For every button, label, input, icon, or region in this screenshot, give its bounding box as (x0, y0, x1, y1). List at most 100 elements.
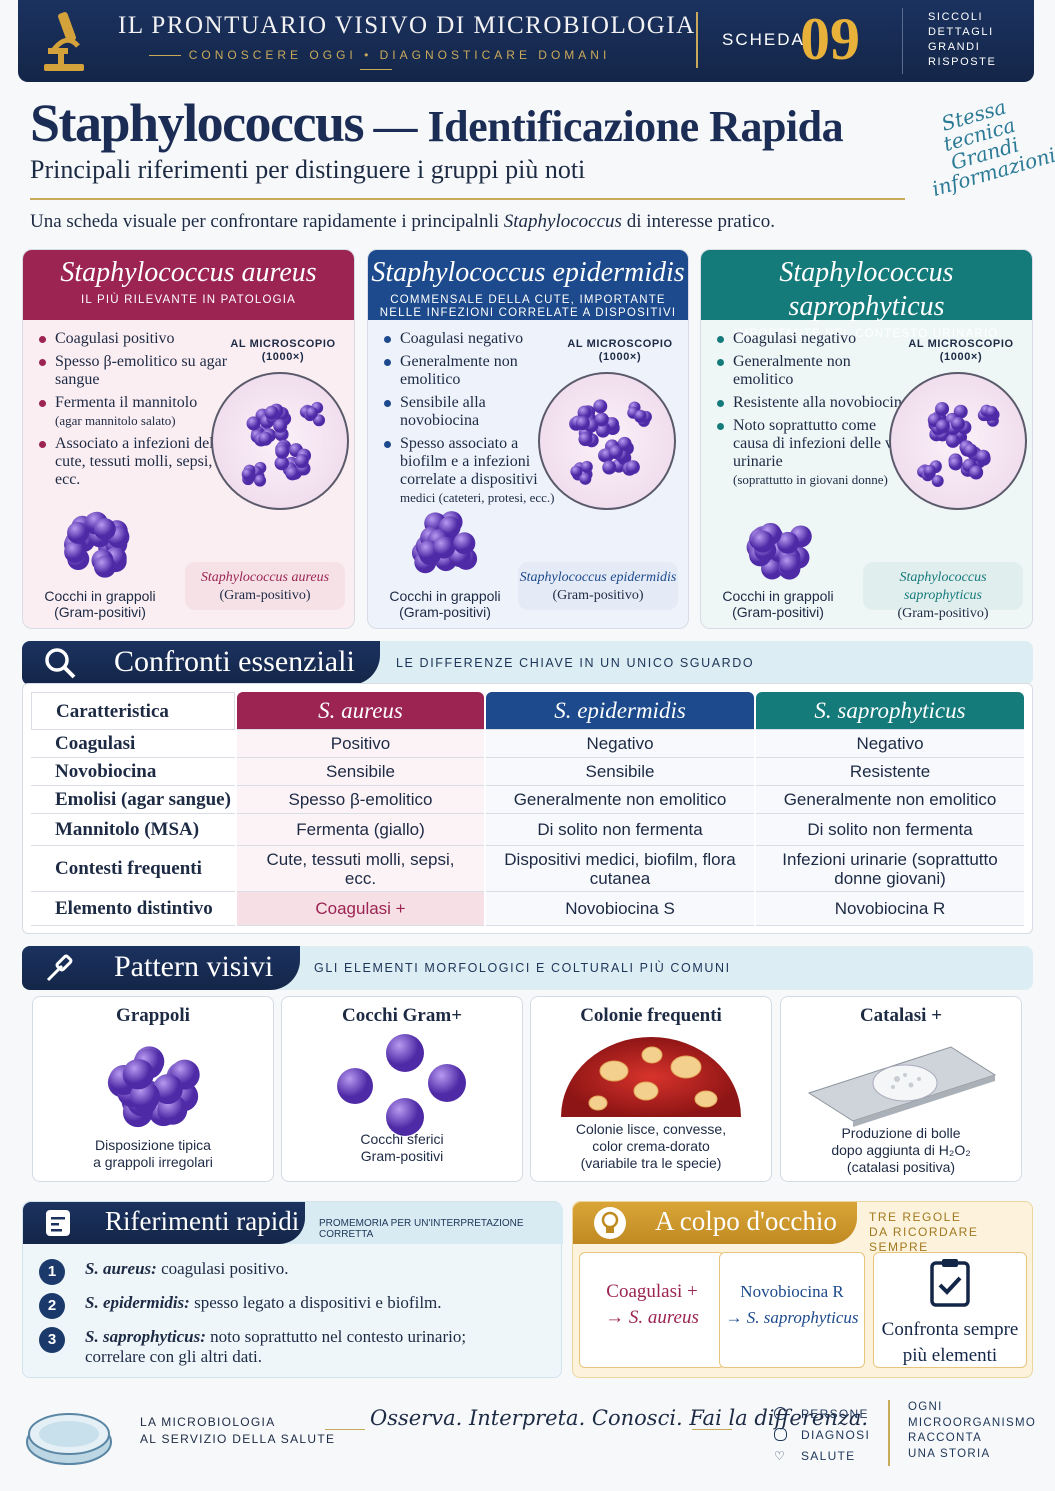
table-cell: Spesso β-emolitico (237, 786, 484, 814)
table-cell: Dispositivi medici, biofilm, flora cutan… (486, 846, 754, 892)
scheda-label: SCHEDA (722, 30, 805, 49)
microscope-icon (44, 12, 84, 71)
card-bullet: Spesso β-emolitico su agar sangue (37, 353, 232, 389)
rule-box: Coagulasi +→ S. aureus (579, 1252, 725, 1368)
rule-box: Novobiocina R→ S. saprophyticus (719, 1252, 865, 1368)
clipboard-check-icon (930, 1259, 970, 1307)
card-bullet: Generalmente non emolitico (382, 353, 557, 389)
table-cell: Di solito non fermenta (486, 814, 754, 846)
header-banner: IL PRONTUARIO VISIVO DI MICROBIOLOGIA CO… (18, 0, 1034, 82)
table-cell: Sensibile (486, 758, 754, 786)
cocci-cluster-icon (63, 511, 130, 578)
table-header-cell: S. saprophyticus (756, 692, 1024, 730)
card-bullet: Resistente alla novobiocina (715, 394, 910, 412)
card-species-name: Staphylococcus saprophyticus (779, 257, 954, 322)
pipette-icon (46, 954, 73, 982)
card-caption: Cocchi in grappoli(Gram-positivi) (44, 588, 156, 620)
footer: LA MICROBIOLOGIA AL SERVIZIO DELLA SALUTE… (0, 1392, 1055, 1491)
pattern-title: Pattern visivi (114, 950, 274, 983)
table-cell: Positivo (237, 730, 484, 758)
pattern-card-title: Colonie frequenti (580, 1005, 722, 1026)
pattern-card-title: Catalasi + (859, 1005, 943, 1026)
person-icon (774, 1407, 787, 1420)
table-cell: Contesti frequenti (31, 846, 235, 892)
card-caption: Cocchi in grappoli(Gram-positivi) (389, 588, 501, 620)
footer-line-1: LA MICROBIOLOGIA (140, 1415, 276, 1429)
table-cell: Fermenta (giallo) (237, 814, 484, 846)
table-cell: Resistente (756, 758, 1024, 786)
cocci-cluster-icon (107, 1046, 200, 1128)
agar-colonies-icon (561, 1037, 741, 1117)
card-bullet: Coagulasi negativo (382, 330, 557, 348)
footer-line-2: AL SERVIZIO DELLA SALUTE (140, 1432, 336, 1446)
table-header-cell: S. aureus (237, 692, 484, 730)
confronti-title: Confronti essenziali (114, 645, 355, 678)
card-bullet: Noto soprattutto come causa di infezioni… (715, 417, 910, 489)
table-cell: Novobiocina S (486, 892, 754, 926)
card-bullet: Spesso associato a biofilm e a infezioni… (382, 435, 557, 507)
petri-dish-icon (26, 1413, 112, 1465)
microscope-label: AL MICROSCOPIO(1000×) (567, 338, 673, 363)
table-header-cell: Caratteristica (31, 692, 235, 730)
card-tag: Staphylococcus aureus(Gram-positivo) (185, 562, 345, 610)
page-title: Staphylococcus — Identificazione Rapida (30, 93, 844, 153)
catalase-slide-icon (807, 1046, 997, 1127)
riferimenti-title: Riferimenti rapidi (105, 1206, 300, 1236)
magnifier-icon (45, 648, 76, 679)
pattern-card-title: Grappoli (116, 1005, 190, 1026)
table-cell: Elemento distintivo (31, 892, 235, 926)
microscope-view (211, 372, 349, 510)
card-bullet: Coagulasi negativo (715, 330, 910, 348)
card-tag: Staphylococcus epidermidis(Gram-positivo… (518, 562, 678, 610)
card-species-name: Staphylococcus epidermidis (371, 257, 685, 288)
pattern-card-title: Cocchi Gram+ (341, 1005, 463, 1026)
card-tag: Staphylococcus saprophyticus(Gram-positi… (863, 562, 1023, 621)
confronti-desc: LE DIFFERENZE CHIAVE IN UN UNICO SGUARDO (396, 656, 755, 670)
table-header-cell: S. epidermidis (486, 692, 754, 730)
table-cell: Sensibile (237, 758, 484, 786)
table-cell: Mannitolo (MSA) (31, 814, 235, 846)
colpo-title: A colpo d'occhio (655, 1206, 837, 1236)
microscope-view (889, 372, 1027, 510)
table-cell: Generalmente non emolitico (756, 786, 1024, 814)
table-cell: Di solito non fermenta (756, 814, 1024, 846)
confronti-section-bar: Confronti essenziali LE DIFFERENZE CHIAV… (22, 641, 1033, 685)
card-bullet: Coagulasi positivo (37, 330, 232, 348)
scheda-number: 09 (800, 6, 860, 72)
microscope-label: AL MICROSCOPIO(1000×) (908, 338, 1014, 363)
card-bullet: Sensibile alla novobiocina (382, 394, 557, 430)
lightbulb-icon (594, 1207, 626, 1239)
card-bullet: Associato a infezioni della cute, tessut… (37, 435, 232, 489)
heart-icon: ♡ (774, 1449, 787, 1463)
header-tagline: CONOSCERE OGGI • DIAGNOSTICARE DOMANI (118, 48, 633, 76)
brain-icon (774, 1428, 787, 1441)
header-title: IL PRONTUARIO VISIVO DI MICROBIOLOGIA (118, 12, 696, 39)
table-cell: Negativo (756, 730, 1024, 758)
card-caption: Cocchi in grappoli(Gram-positivi) (722, 588, 834, 620)
riferimenti-panel: Riferimenti rapidi PROMEMORIA PER UN'INT… (22, 1201, 563, 1378)
cocci-cluster-icon (411, 511, 478, 574)
pattern-section-bar: Pattern visivi GLI ELEMENTI MORFOLOGICI … (22, 946, 1033, 990)
table-cell: Negativo (486, 730, 754, 758)
card-species-name: Staphylococcus aureus (60, 257, 317, 288)
card-bullet: Fermenta il mannitolo(agar mannitolo sal… (37, 394, 232, 430)
table-cell: Coagulasi + (237, 892, 484, 926)
table-cell: Cute, tessuti molli, sepsi, ecc. (237, 846, 484, 892)
microscope-label: AL MICROSCOPIO(1000×) (230, 338, 336, 363)
table-cell: Novobiocina R (756, 892, 1024, 926)
